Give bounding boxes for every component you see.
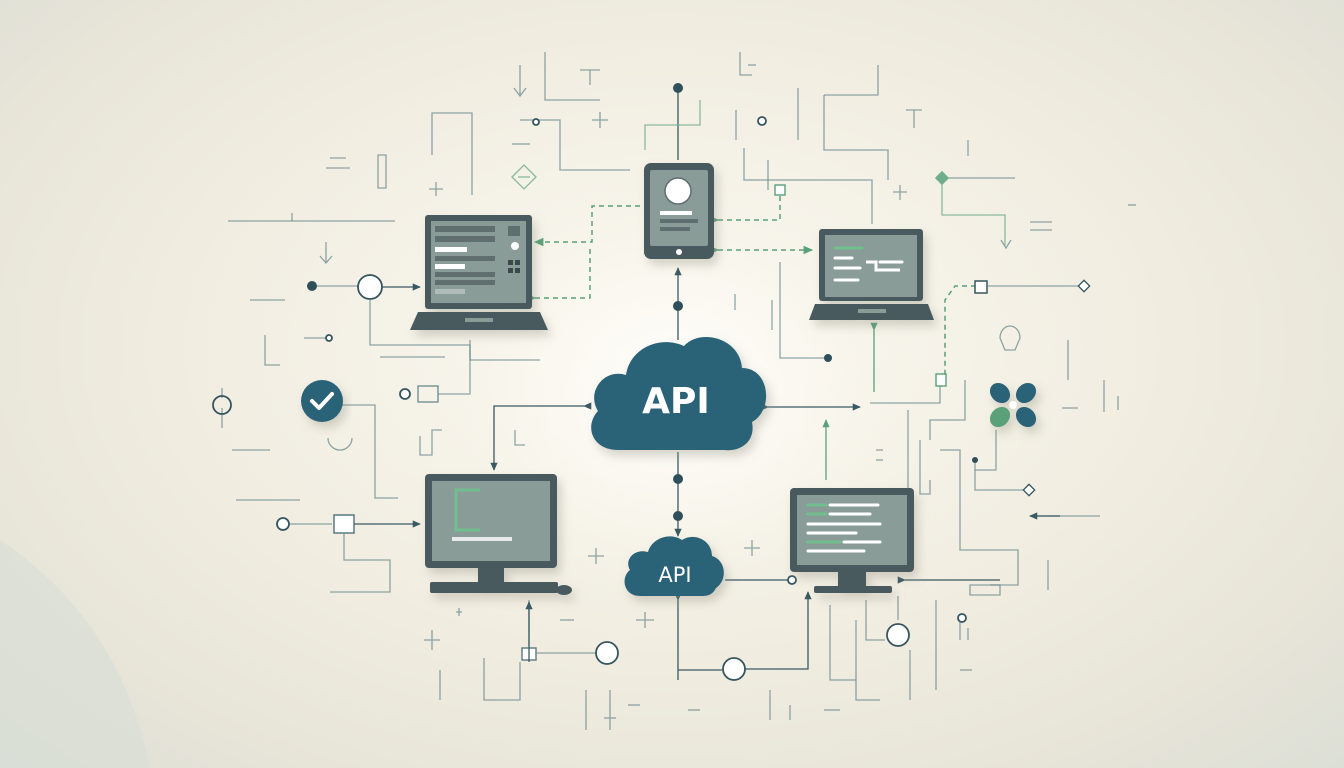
desktop-monitor-icon	[790, 488, 914, 593]
cloud-icon	[591, 337, 767, 451]
cloud-icon	[624, 536, 724, 596]
main-cloud-label: API	[642, 381, 710, 422]
laptop-icon	[410, 215, 548, 330]
desktop-monitor-icon	[425, 474, 572, 595]
clover-node-icon	[989, 382, 1037, 428]
small-api-cloud: API	[624, 536, 724, 596]
main-api-cloud: API	[591, 337, 767, 451]
small-cloud-label: API	[658, 563, 691, 587]
checkmark-badge-icon	[301, 380, 343, 422]
main-connectors	[490, 83, 861, 681]
circuit-decorations	[212, 52, 1136, 730]
laptop-icon	[809, 229, 934, 320]
background-sweep	[0, 540, 150, 768]
tablet-icon	[644, 163, 714, 259]
